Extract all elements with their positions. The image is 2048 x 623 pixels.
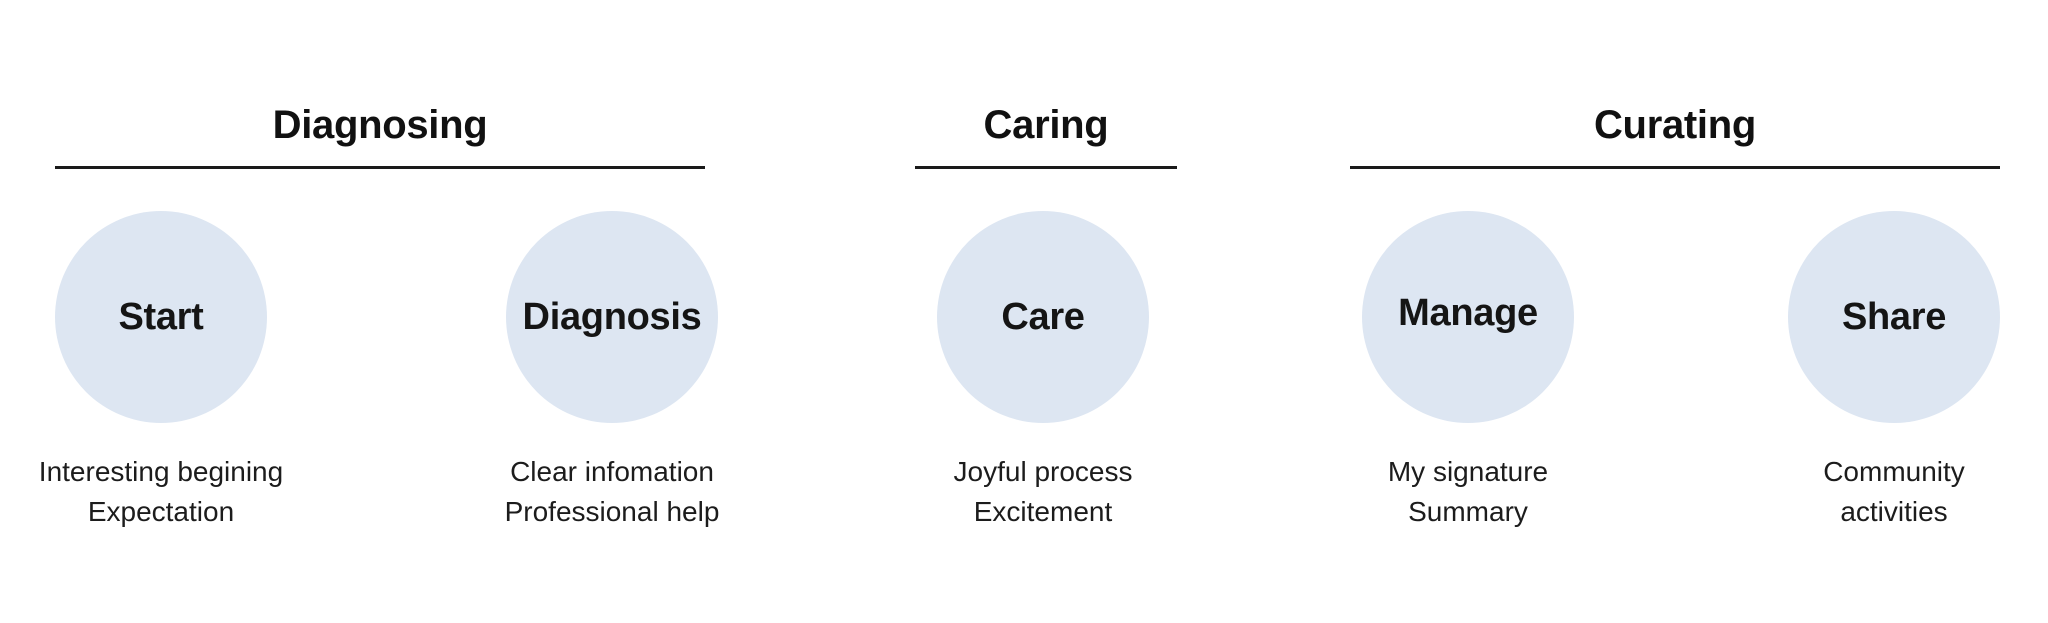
stage-label: Care xyxy=(1001,295,1085,338)
stage-node-share: Share xyxy=(1788,211,2000,423)
stage-node-start: Start xyxy=(55,211,267,423)
stage-description-line: Summary xyxy=(1408,496,1528,527)
stage-description-line: activities xyxy=(1840,496,1948,527)
group-title-curating: Curating xyxy=(1593,103,1757,147)
group-divider-caring xyxy=(915,166,1177,169)
stage-description-line: Interesting begining xyxy=(38,456,284,487)
stage-description-line: My signature xyxy=(1387,456,1549,487)
group-divider-curating xyxy=(1350,166,2000,169)
stage-description-diagnosis: Clear infomation Professional help xyxy=(462,452,762,532)
stage-label: Manage xyxy=(1398,291,1538,334)
stage-label: Diagnosis xyxy=(522,295,702,338)
group-divider-diagnosing xyxy=(55,166,705,169)
stage-description-manage: My signature Summary xyxy=(1318,452,1618,532)
stage-description-line: Excitement xyxy=(973,496,1113,527)
stage-node-care: Care xyxy=(937,211,1149,423)
stage-node-diagnosis: Diagnosis xyxy=(506,211,718,423)
stage-description-care: Joyful process Excitement xyxy=(893,452,1193,532)
stage-node-manage: Manage xyxy=(1362,211,1574,423)
stage-description-start: Interesting begining Expectation xyxy=(11,452,311,532)
stage-description-line: Joyful process xyxy=(953,456,1133,487)
stage-label: Start xyxy=(118,295,204,338)
stage-description-line: Expectation xyxy=(87,496,235,527)
group-title-caring: Caring xyxy=(983,103,1109,147)
stage-label: Share xyxy=(1841,295,1947,338)
stage-description-line: Professional help xyxy=(504,496,720,527)
group-title-diagnosing: Diagnosing xyxy=(272,103,488,147)
stage-description-line: Clear infomation xyxy=(510,456,714,487)
stage-description-line: Community xyxy=(1823,456,1965,487)
stage-description-share: Community activities xyxy=(1744,452,2044,532)
